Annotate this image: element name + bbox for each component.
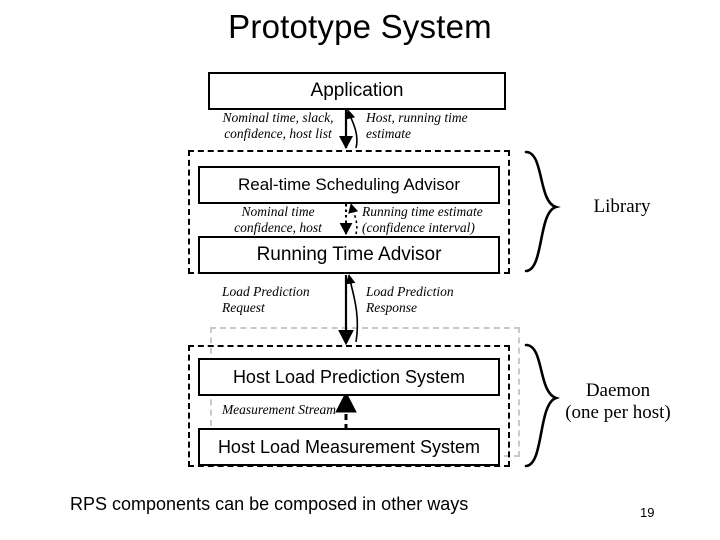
edge-label-app-up: Host, running time estimate bbox=[366, 110, 506, 143]
edge-label-rta-down-line2: Request bbox=[222, 300, 265, 316]
page-number: 19 bbox=[640, 505, 655, 520]
edge-label-rta-down-line1: Load Prediction bbox=[222, 284, 310, 299]
edge-label-rtsa-up: Running time estimate (confidence interv… bbox=[362, 204, 512, 237]
edge-label-rta-up-line2: Response bbox=[366, 300, 417, 316]
group-label-daemon-line1: Daemon bbox=[585, 380, 651, 401]
edge-label-measurement-stream: Measurement Stream bbox=[214, 402, 344, 418]
edge-label-rtsa-down-line2: confidence, host bbox=[234, 220, 322, 236]
edge-label-rta-up: Load Prediction Response bbox=[366, 284, 506, 317]
box-host-load-prediction-system[interactable]: Host Load Prediction System bbox=[198, 358, 500, 396]
box-real-time-scheduling-advisor[interactable]: Real-time Scheduling Advisor bbox=[198, 166, 500, 204]
edge-label-rta-up-line1: Load Prediction bbox=[366, 284, 454, 299]
edge-label-app-down-line1: Nominal time, slack, bbox=[222, 110, 334, 125]
edge-label-measurement-stream-line1: Measurement Stream bbox=[221, 402, 337, 417]
connector-overlay bbox=[335, 109, 561, 468]
slide-caption: RPS components can be composed in other … bbox=[70, 494, 469, 514]
page-title: Prototype System bbox=[228, 8, 492, 45]
box-host-load-measurement-system[interactable]: Host Load Measurement System bbox=[198, 428, 500, 466]
edge-label-rtsa-down-line1: Nominal time bbox=[241, 204, 315, 219]
daemon-group-dashed-box bbox=[188, 345, 510, 467]
group-label-daemon-line2: (one per host) bbox=[565, 401, 671, 423]
edge-label-rtsa-up-line2: (confidence interval) bbox=[362, 220, 475, 236]
edge-label-rtsa-up-line1: Running time estimate bbox=[362, 204, 483, 219]
group-label-library-line1: Library bbox=[593, 196, 651, 217]
edge-label-rtsa-down: Nominal time confidence, host bbox=[208, 204, 348, 237]
edge-label-app-down: Nominal time, slack, confidence, host li… bbox=[208, 110, 348, 143]
edge-label-rta-down: Load Prediction Request bbox=[222, 284, 352, 317]
edge-label-app-up-line2: estimate bbox=[366, 126, 411, 142]
group-label-daemon: Daemon (one per host) bbox=[548, 380, 688, 424]
edge-label-app-down-line2: confidence, host list bbox=[224, 126, 332, 142]
group-label-library: Library bbox=[562, 196, 682, 218]
box-application[interactable]: Application bbox=[208, 72, 506, 110]
box-running-time-advisor[interactable]: Running Time Advisor bbox=[198, 236, 500, 274]
edge-label-app-up-line1: Host, running time bbox=[366, 110, 468, 125]
prototype-system-diagram: Application Real-time Scheduling Advisor… bbox=[170, 62, 690, 477]
